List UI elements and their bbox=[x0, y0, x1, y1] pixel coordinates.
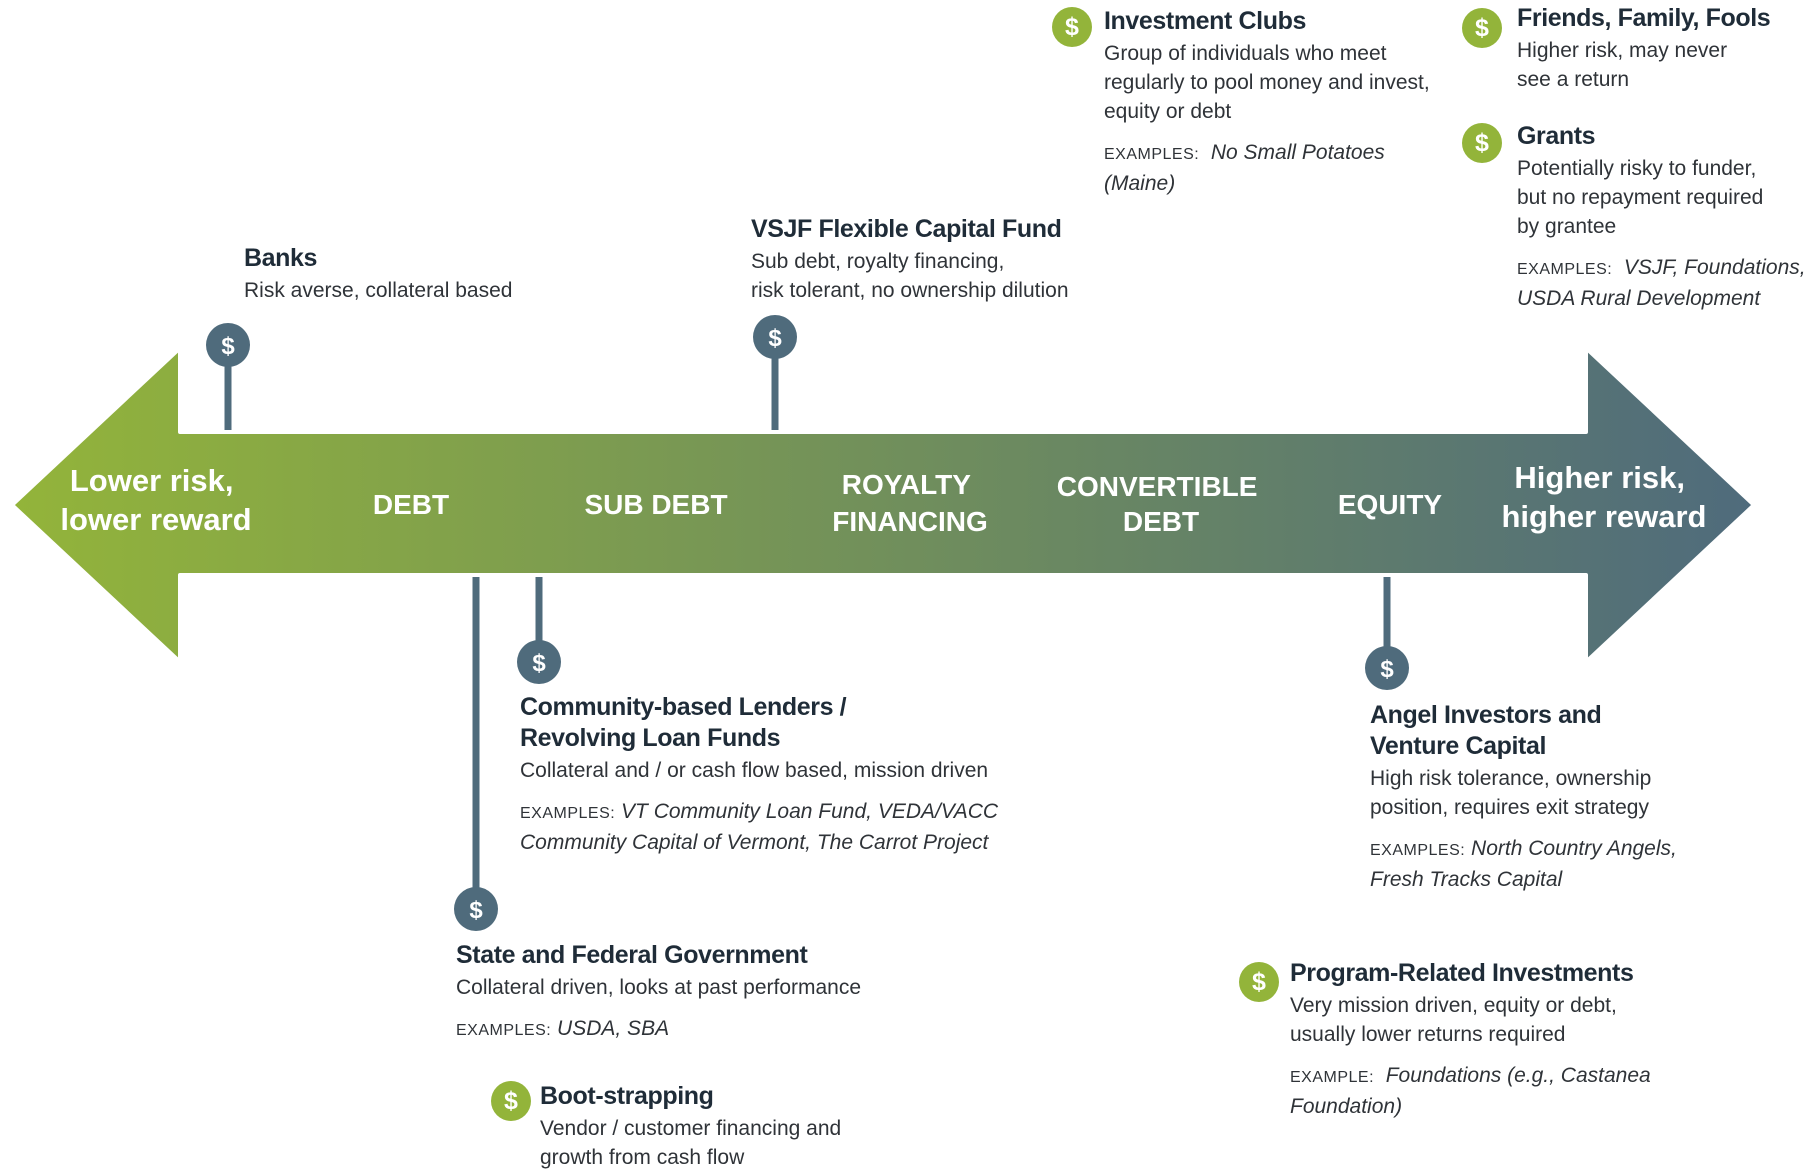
source-description: Collateral and / or cash flow based, mis… bbox=[520, 759, 989, 782]
source-description: Group of individuals who meet regularly … bbox=[1104, 42, 1430, 123]
source-investment-clubs: Investment Clubs Group of individuals wh… bbox=[1104, 6, 1430, 198]
category-sub-debt-label: SUB DEBT bbox=[584, 489, 727, 520]
dollar-badge-icon: $ bbox=[1462, 8, 1502, 48]
pin-head-government bbox=[454, 887, 498, 931]
source-bootstrapping: Boot-strapping Vendor / customer financi… bbox=[540, 1081, 841, 1172]
source-banks: Banks Risk averse, collateral based bbox=[244, 243, 512, 305]
category-equity-label: EQUITY bbox=[1338, 489, 1443, 520]
source-examples: EXAMPLES: USDA, SBA bbox=[456, 1017, 670, 1040]
pin-banks: $ bbox=[206, 323, 250, 367]
source-description: Risk averse, collateral based bbox=[244, 279, 513, 302]
dollar-badge-icon: $ bbox=[1052, 7, 1092, 47]
source-description: Sub debt, royalty financing, risk tolera… bbox=[751, 250, 1069, 302]
source-title: VSJF Flexible Capital Fund bbox=[751, 215, 1062, 243]
dollar-icon: $ bbox=[1380, 656, 1394, 683]
source-title: Banks bbox=[244, 244, 318, 272]
pin-head-vsjf bbox=[753, 315, 797, 359]
source-program-related-investments: Program-Related Investments Very mission… bbox=[1290, 958, 1651, 1121]
dollar-icon: $ bbox=[768, 325, 782, 352]
source-description: Very mission driven, equity or debt, usu… bbox=[1290, 994, 1617, 1046]
source-government: State and Federal Government Collateral … bbox=[456, 940, 861, 1045]
category-convertible-debt-label: CONVERTIBLE DEBT bbox=[1057, 471, 1265, 537]
pin-head-banks bbox=[206, 323, 250, 367]
pin-community-lenders: $ bbox=[517, 640, 561, 684]
left-end-label: Lower risk, lower reward bbox=[60, 463, 251, 537]
source-title: Boot-strapping bbox=[540, 1082, 714, 1110]
dollar-badge-icon: $ bbox=[491, 1081, 531, 1121]
source-title: Angel Investors and Venture Capital bbox=[1370, 701, 1602, 760]
source-angel-investors: Angel Investors and Venture Capital High… bbox=[1370, 700, 1677, 894]
pin-government: $ bbox=[454, 887, 498, 931]
source-examples: EXAMPLES: VSJF, Foundations, USDA Rural … bbox=[1517, 256, 1806, 310]
pin-angel: $ bbox=[1365, 646, 1409, 690]
dollar-badge-icon: $ bbox=[1239, 962, 1279, 1002]
source-description: Collateral driven, looks at past perform… bbox=[456, 976, 862, 999]
risk-arrow-shape bbox=[10, 346, 1756, 664]
source-title: State and Federal Government bbox=[456, 941, 808, 969]
source-description: Vendor / customer financing and growth f… bbox=[540, 1117, 842, 1169]
source-grants: Grants Potentially risky to funder, but … bbox=[1517, 121, 1806, 313]
source-examples: EXAMPLE: Foundations (e.g., Castanea Fou… bbox=[1290, 1064, 1651, 1118]
source-title: Friends, Family, Fools bbox=[1517, 4, 1771, 32]
source-description: Potentially risky to funder, but no repa… bbox=[1517, 157, 1764, 238]
source-examples: EXAMPLES: VT Community Loan Fund, VEDA/V… bbox=[520, 800, 999, 854]
source-description: Higher risk, may never see a return bbox=[1517, 39, 1728, 91]
pin-vsjf: $ bbox=[753, 315, 797, 359]
source-examples: EXAMPLES: No Small Potatoes (Maine) bbox=[1104, 141, 1385, 195]
dollar-icon: $ bbox=[221, 333, 235, 360]
source-description: High risk tolerance, ownership position,… bbox=[1370, 767, 1652, 819]
dollar-icon: $ bbox=[532, 650, 546, 677]
pin-head-community-lenders bbox=[517, 640, 561, 684]
source-examples: EXAMPLES: North Country Angels, Fresh Tr… bbox=[1370, 837, 1677, 891]
category-debt-label: DEBT bbox=[373, 489, 449, 520]
right-end-label: Higher risk, higher reward bbox=[1502, 460, 1707, 534]
source-title: Program-Related Investments bbox=[1290, 959, 1634, 987]
source-friends-family-fools: Friends, Family, Fools Higher risk, may … bbox=[1517, 3, 1771, 94]
source-community-lenders: Community-based Lenders / Revolving Loan… bbox=[520, 692, 998, 857]
source-vsjf: VSJF Flexible Capital Fund Sub debt, roy… bbox=[751, 214, 1069, 305]
category-royalty-financing-label: ROYALTY FINANCING bbox=[832, 469, 988, 537]
source-title: Grants bbox=[1517, 122, 1596, 150]
dollar-icon: $ bbox=[469, 897, 483, 924]
dollar-badge-icon: $ bbox=[1462, 123, 1502, 163]
source-title: Community-based Lenders / Revolving Loan… bbox=[520, 693, 847, 752]
pin-head-angel bbox=[1365, 646, 1409, 690]
source-title: Investment Clubs bbox=[1104, 7, 1306, 35]
